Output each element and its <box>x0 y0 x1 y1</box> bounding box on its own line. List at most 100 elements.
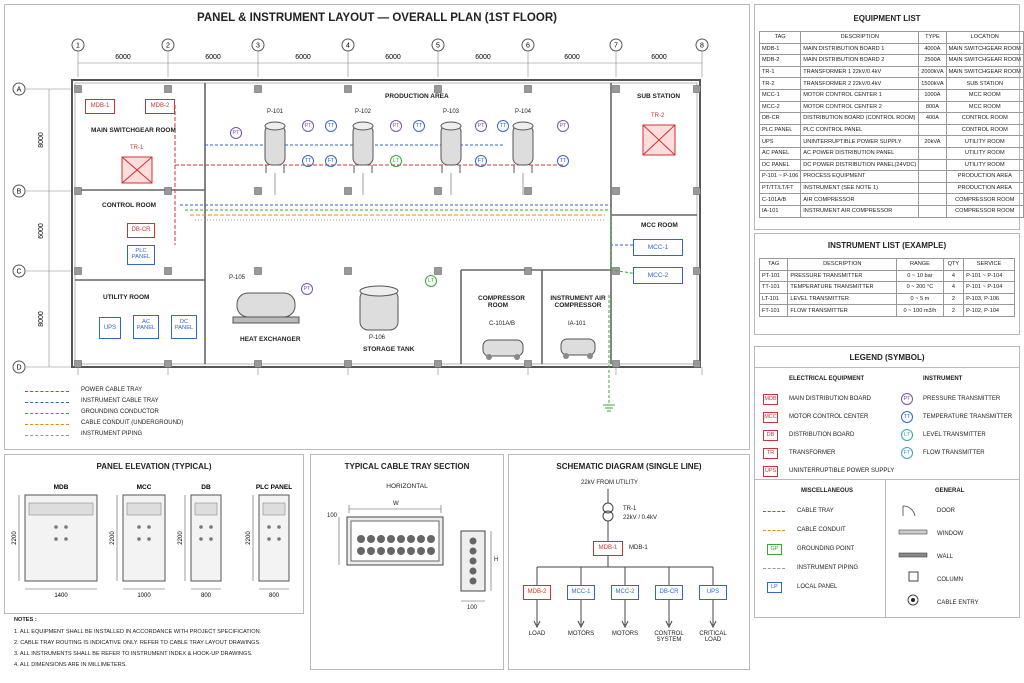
grid-row-label: C <box>16 269 21 276</box>
grid-row-label: B <box>17 189 22 196</box>
column-marker <box>344 187 352 195</box>
column-marker <box>693 360 701 368</box>
lt-bubble[interactable]: LT <box>425 275 437 287</box>
schematic-branch-box[interactable]: DB-CR <box>655 585 683 600</box>
legend-line-label: GROUNDING CONDUCTOR <box>81 409 159 415</box>
ground-symbol <box>603 404 615 412</box>
p105-label: P-105 <box>229 275 246 281</box>
tt-bubble[interactable]: TT <box>557 155 569 167</box>
note-item: 4. ALL DIMENSIONS ARE IN MILLIMETERS. <box>14 662 127 668</box>
table-cell: INSTRUMENT AIR COMPRESSOR <box>800 204 920 218</box>
elevation-panel-name: MDB <box>54 484 69 491</box>
schematic-mdb[interactable]: MDB-1 <box>593 541 623 556</box>
pt-bubble[interactable]: PT <box>301 283 313 295</box>
table-cell: PRESSURE TRANSMITTER <box>787 269 898 283</box>
ups-box[interactable]: UPS <box>99 317 121 339</box>
legend-misc-line <box>763 568 785 569</box>
table-cell: 4 <box>942 281 965 294</box>
plc-box[interactable]: PLC PANEL <box>127 245 155 265</box>
pt-bubble[interactable]: PT <box>302 120 314 132</box>
ft-bubble[interactable]: FT <box>475 155 487 167</box>
pt-bubble[interactable]: PT <box>475 120 487 132</box>
panel-elevation-title: PANEL ELEVATION (TYPICAL) <box>96 462 212 471</box>
schematic-load-label: CRITICAL LOAD <box>699 631 727 643</box>
table-cell: CONTROL ROOM <box>945 123 1024 137</box>
table-cell: CONTROL ROOM <box>945 112 1024 125</box>
table-cell: MAIN SWITCHGEAR ROOM <box>945 65 1024 79</box>
tt-bubble[interactable]: TT <box>497 120 509 132</box>
cable-entry-icon <box>907 594 919 606</box>
schematic-tr-rating: 22kV / 0.4kV <box>623 515 658 521</box>
mcc2-box[interactable]: MCC-2 <box>633 267 683 284</box>
pt-bubble[interactable]: PT <box>390 120 402 132</box>
p101-label: P-101 <box>267 109 284 115</box>
column-marker <box>434 360 442 368</box>
schematic-mdb-side: MDB-1 <box>629 545 648 551</box>
column-icon <box>908 571 919 582</box>
table-cell <box>918 123 947 137</box>
column-marker <box>434 187 442 195</box>
elevation-panel-name: DB <box>201 484 211 491</box>
elevation-panel-height: 2200 <box>12 531 18 545</box>
room-mcc: MCC ROOM <box>641 222 678 229</box>
legend-line-sample <box>25 435 69 436</box>
table-cell: LEVEL TRANSMITTER <box>787 292 898 306</box>
legend-line-label: INSTRUMENT CABLE TRAY <box>81 398 159 404</box>
table-cell: MCC ROOM <box>945 88 1024 102</box>
table-cell: MCC-1 <box>758 88 802 102</box>
mdb2-box[interactable]: MDB-2 <box>145 99 175 114</box>
tt-bubble[interactable]: TT <box>413 120 425 132</box>
note-item: 1. ALL EQUIPMENT SHALL BE INSTALLED IN A… <box>14 629 262 635</box>
legend-elec-label: TRANSFORMER <box>789 450 836 456</box>
elevation-panel-width: 800 <box>201 593 212 599</box>
grid-row-label: D <box>16 365 21 372</box>
legend-inst-symbol: LT <box>901 429 913 441</box>
table-header: DESCRIPTION <box>787 258 898 271</box>
table-cell: 1000A <box>918 88 947 102</box>
table-cell: DISTRIBUTION BOARD (CONTROL ROOM) <box>800 112 920 125</box>
room-utility: UTILITY ROOM <box>103 294 150 301</box>
pt-bubble[interactable]: PT <box>230 127 242 139</box>
schematic-branch-box[interactable]: UPS <box>699 585 727 600</box>
tt-bubble[interactable]: TT <box>325 120 337 132</box>
elevation-panel-width: 1000 <box>137 593 151 599</box>
pt-bubble[interactable]: PT <box>557 120 569 132</box>
schematic-branch-box[interactable]: MDB-2 <box>523 585 551 600</box>
ia101-label: IA-101 <box>568 321 586 327</box>
dc-panel-box[interactable]: DC PANEL <box>171 315 197 339</box>
ac-panel-box[interactable]: AC PANEL <box>133 315 159 339</box>
plan-panel: PANEL & INSTRUMENT LAYOUT — OVERALL PLAN… <box>4 4 750 450</box>
legend-inst-label: PRESSURE TRANSMITTER <box>923 396 1001 402</box>
legend-misc-label: CABLE CONDUIT <box>797 527 846 533</box>
table-cell: IA-101 <box>758 204 802 218</box>
vessel-body <box>352 124 374 166</box>
ft-bubble[interactable]: FT <box>325 155 337 167</box>
schematic-panel: SCHEMATIC DIAGRAM (SINGLE LINE) 22kV FRO… <box>508 454 750 670</box>
table-cell: P-102, P-104 <box>963 304 1015 317</box>
equipment-list-title: EQUIPMENT LIST <box>853 14 921 23</box>
tt-bubble[interactable]: TT <box>302 155 314 167</box>
mdb1-box[interactable]: MDB-1 <box>85 99 115 114</box>
mcc1-box[interactable]: MCC-1 <box>633 239 683 256</box>
column-marker <box>612 360 620 368</box>
table-cell: AC POWER DISTRIBUTION PANEL <box>800 146 920 160</box>
schematic-branch-box[interactable]: MCC-2 <box>611 585 639 600</box>
table-cell: TRANSFORMER 2 22kV/0.4kV <box>800 77 920 90</box>
legend-elec-label: MAIN DISTRIBUTION BOARD <box>789 396 872 402</box>
table-cell: LT-101 <box>758 292 789 306</box>
column-marker <box>344 85 352 93</box>
schematic-branch-box[interactable]: MCC-1 <box>567 585 595 600</box>
grid-spacing: 8000 <box>38 311 45 327</box>
table-cell: P-101 ~ P-104 <box>963 269 1015 283</box>
dbcr-box[interactable]: DB-CR <box>127 223 155 238</box>
table-cell: FT-101 <box>758 304 789 317</box>
table-cell: UTILITY ROOM <box>945 146 1024 160</box>
lt-bubble[interactable]: LT <box>390 155 402 167</box>
table-cell: P-101 ~ P-104 <box>963 281 1015 294</box>
